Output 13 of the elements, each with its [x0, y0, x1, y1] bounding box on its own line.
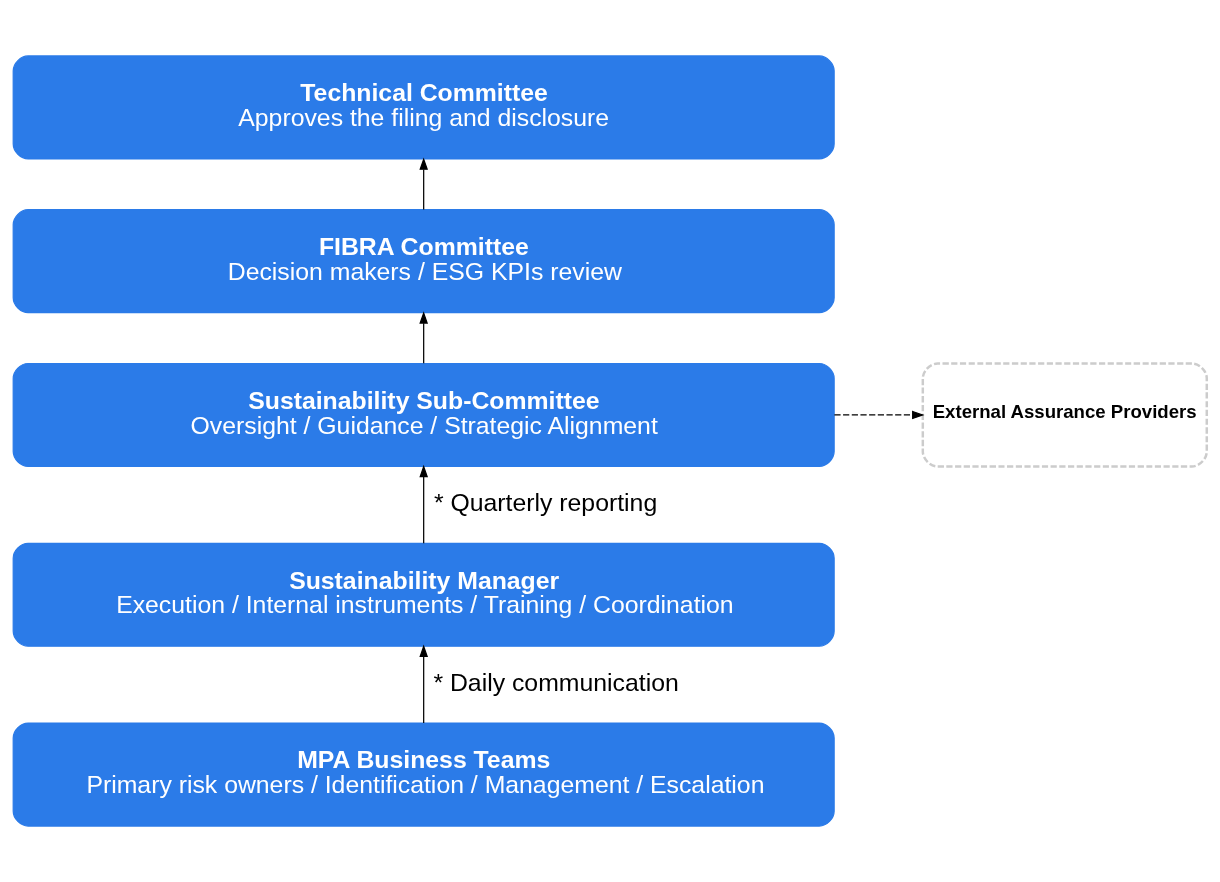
node-box: MPA Business Teams Primary risk owners / Identification / Management / Escalation [12, 722, 835, 827]
node-box: Technical Committee Approves the filing and disclosure [12, 55, 835, 160]
edge-label: * Quarterly reporting [433, 489, 658, 517]
arrow [419, 464, 429, 544]
arrow [419, 311, 429, 364]
node-box: Sustainability Sub-Committee Oversight / Guidance / Strategic Alignment [12, 362, 835, 468]
arrow [419, 157, 429, 211]
node-box: FIBRA Committee Decision makers / ESG KPIs review [12, 209, 835, 314]
node-box: External Assurance Providers [921, 362, 1208, 468]
node-box: Sustainability Manager Execution / Internal instruments / Training / Coordination [12, 542, 835, 647]
arrow [833, 410, 925, 420]
arrow [419, 644, 429, 724]
edge-label: * Daily communication [433, 668, 679, 696]
